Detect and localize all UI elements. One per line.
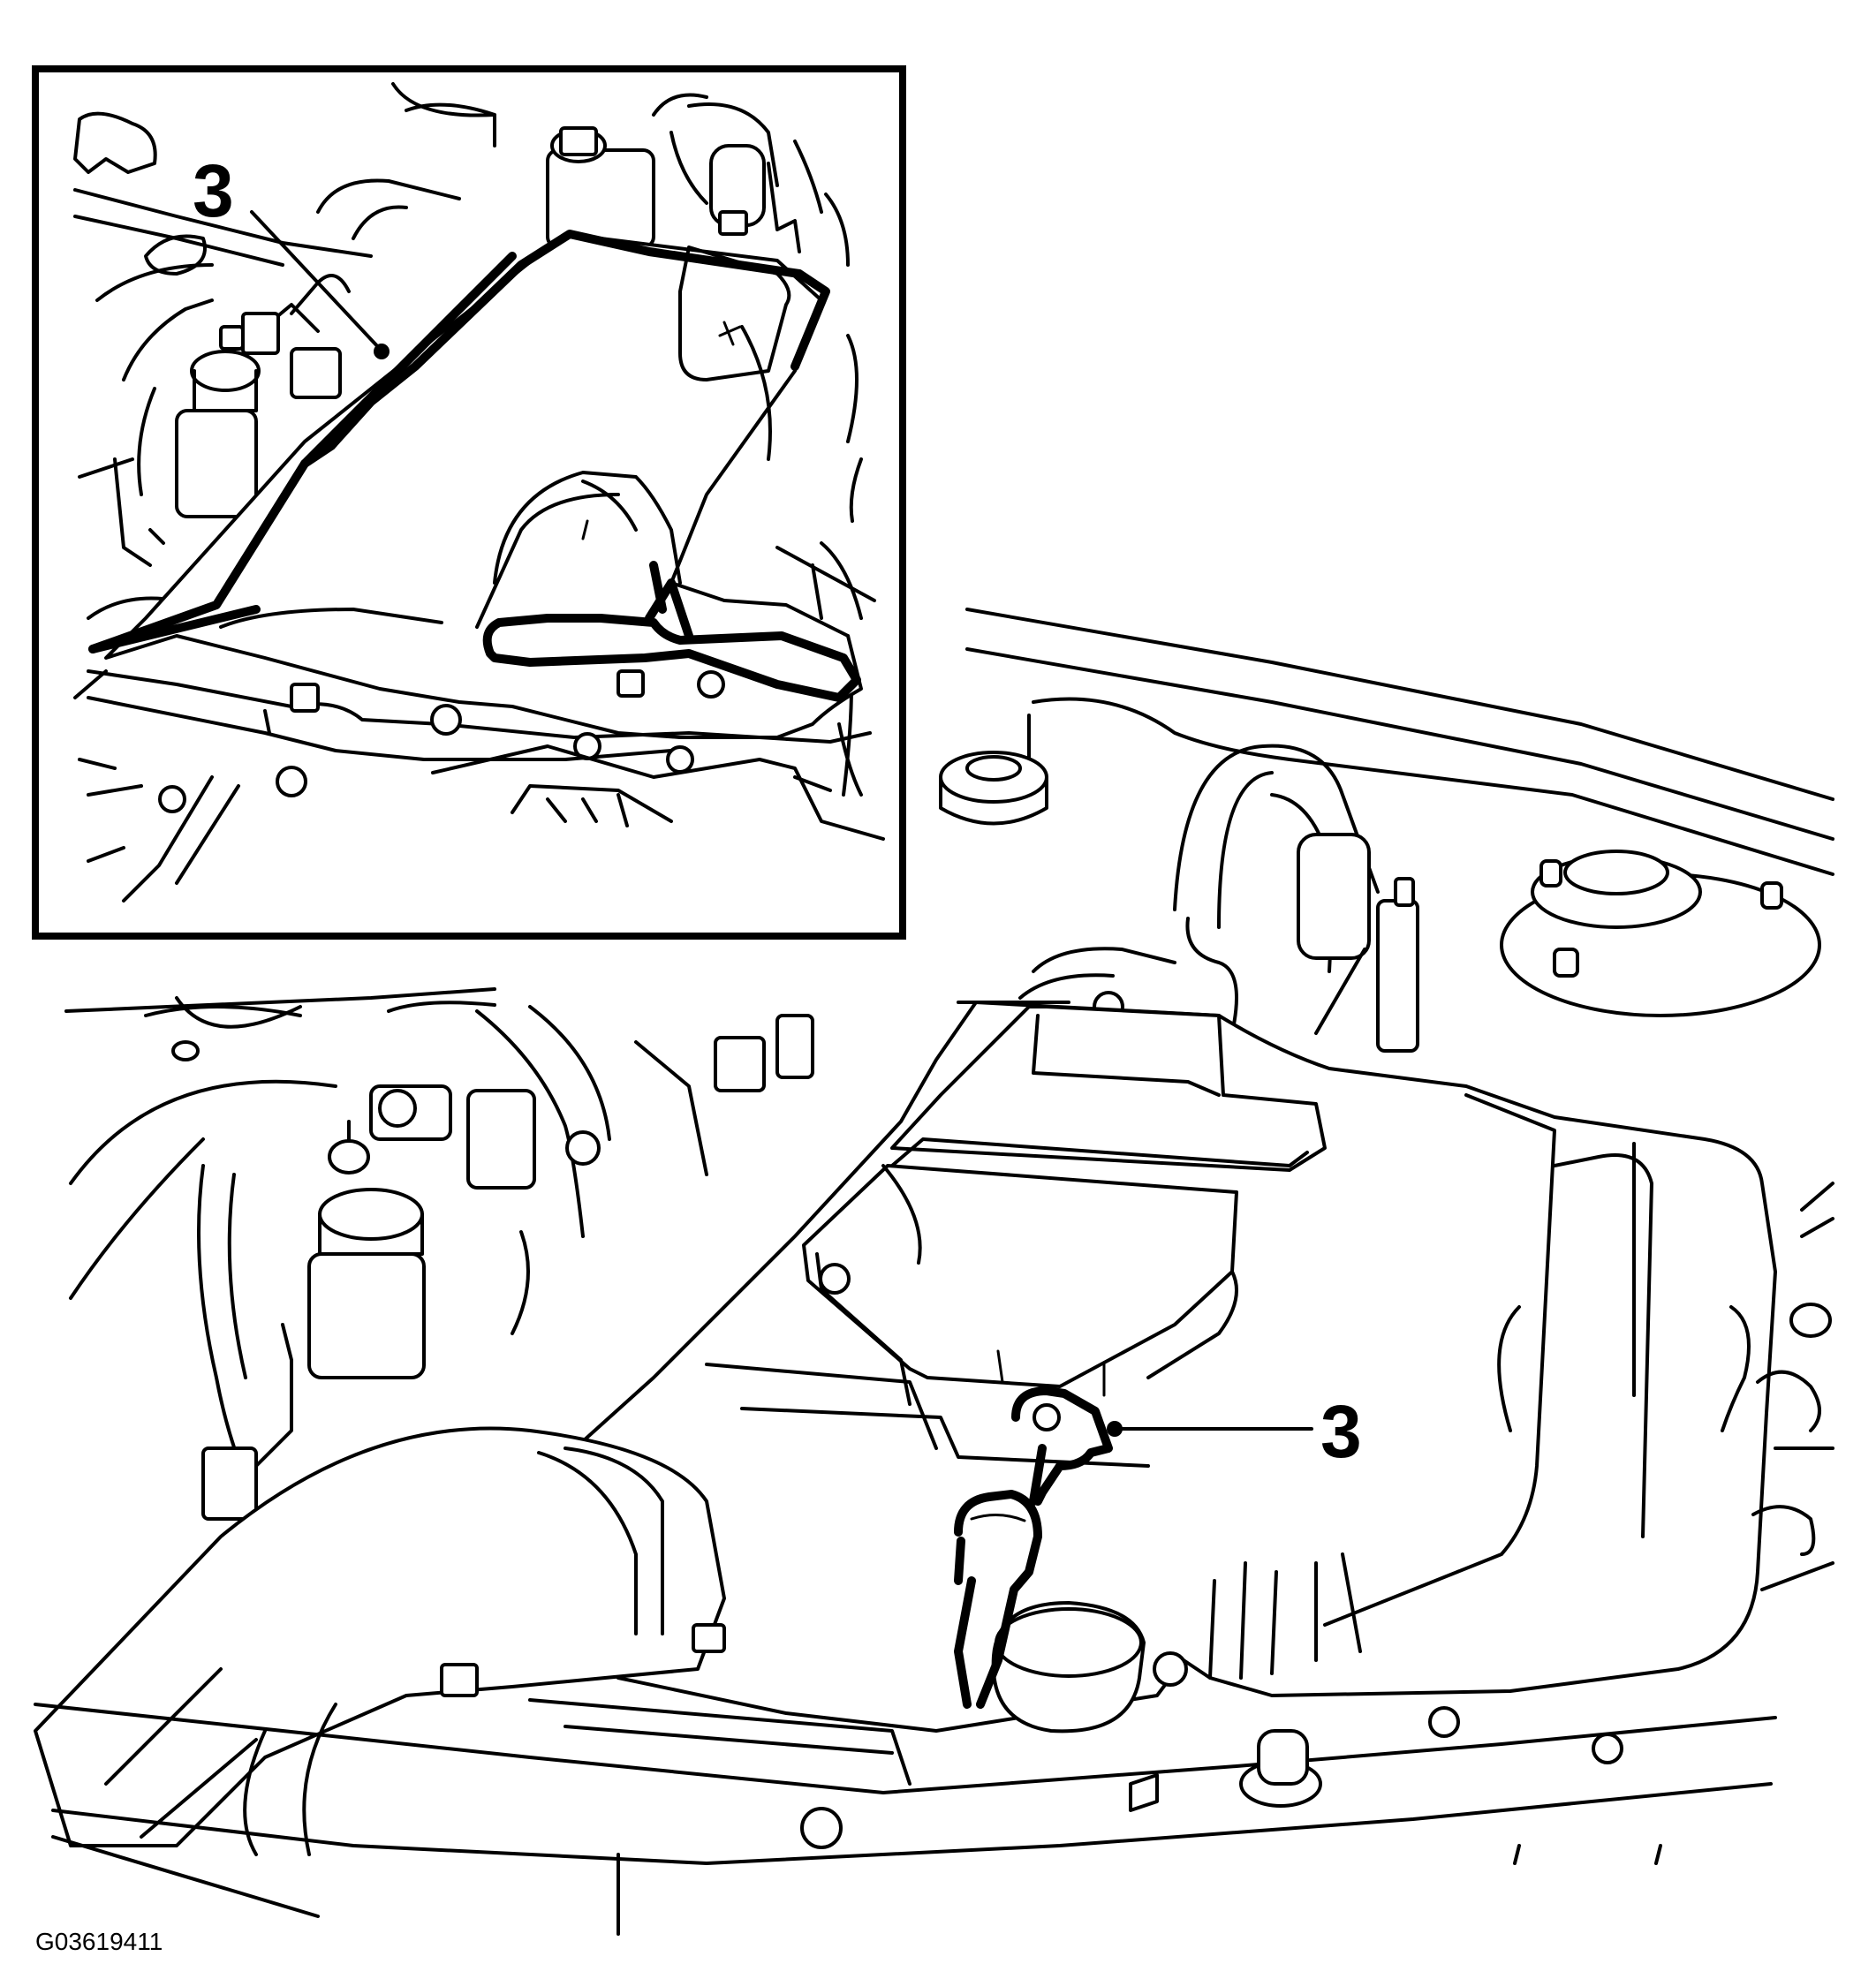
cover-plates bbox=[705, 1005, 1327, 1468]
intake-duct bbox=[34, 1426, 726, 1856]
cowl-firewall bbox=[144, 1001, 1070, 1017]
main-engine-bay-view bbox=[34, 608, 1834, 1936]
wiring-harness-top bbox=[1018, 744, 1419, 1053]
strut-mount-left bbox=[939, 751, 1048, 826]
inset-callout-leader bbox=[250, 210, 382, 351]
inset-callout: 3 bbox=[193, 149, 390, 359]
inset-highlight bbox=[88, 230, 861, 702]
inset-callout-dot bbox=[374, 344, 390, 359]
main-callout-label: 3 bbox=[1320, 1390, 1362, 1473]
oil-dipstick-highlight bbox=[954, 1349, 1113, 1709]
strut-mount-right bbox=[1500, 850, 1821, 1017]
engine-cover bbox=[475, 1001, 1777, 1733]
fender-lines bbox=[965, 608, 1834, 876]
right-fasteners bbox=[1751, 1182, 1834, 1591]
main-callout: 3 bbox=[1107, 1390, 1362, 1473]
front-panel bbox=[34, 1698, 1777, 1936]
oil-filler-cap bbox=[991, 1601, 1188, 1734]
inset-view: 3 bbox=[32, 65, 906, 940]
figure-id: G03619411 bbox=[35, 1928, 163, 1955]
inset-callout-label: 3 bbox=[193, 149, 234, 232]
left-engine-components bbox=[64, 987, 814, 1671]
